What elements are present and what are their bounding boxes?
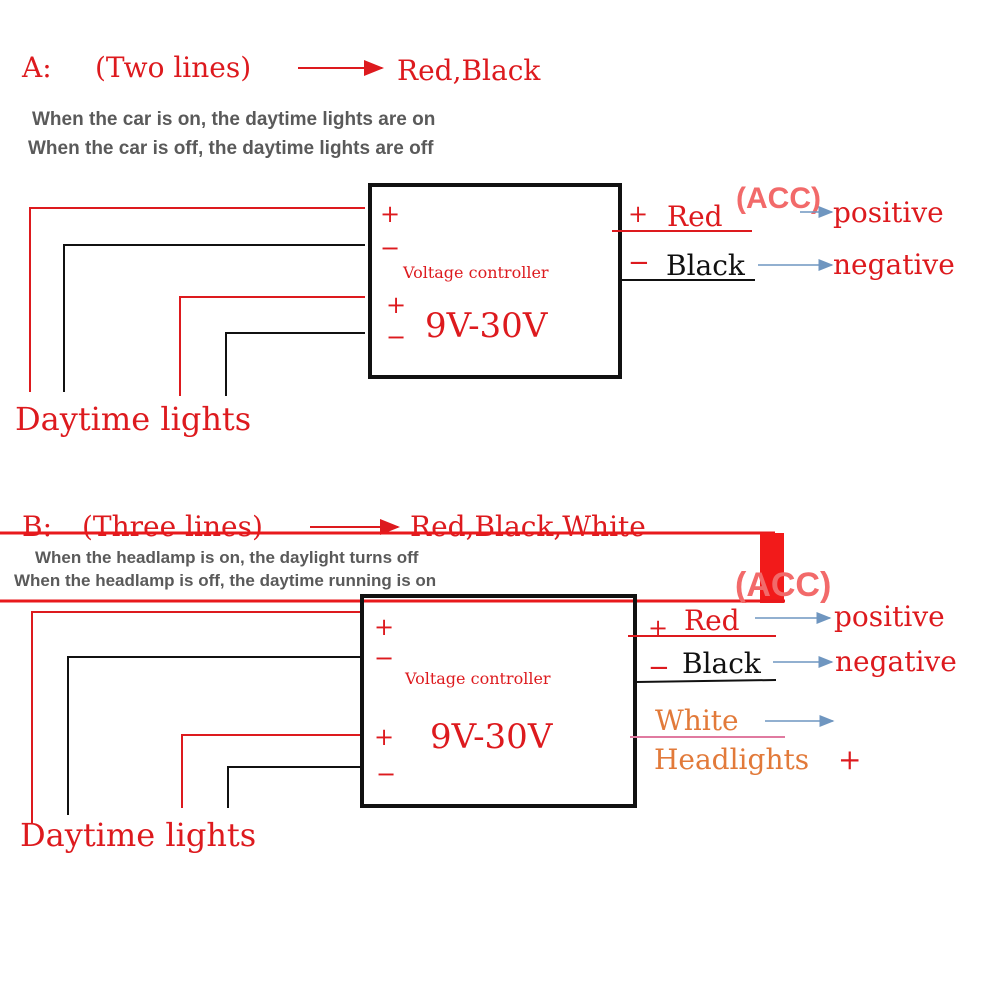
negative-label: negative [835,645,957,678]
box-plus-2: + [386,291,406,319]
acc-label: (ACC) [735,566,831,604]
box-title: Voltage controller [402,263,549,282]
positive-label: positive [833,196,944,229]
acc-label: (ACC) [736,182,821,215]
box-voltage: 9V-30V [430,717,554,757]
section-a-lines: (Two lines) [95,51,251,84]
section-b: B: (Three lines) Red,Black,White When th… [0,510,957,854]
section-a-label: A: [21,51,52,84]
red-wire-label: Red [684,604,740,637]
right-minus: − [628,248,650,278]
box-minus-1: − [374,644,394,672]
section-a: A: (Two lines) Red,Black When the car is… [15,51,955,438]
box-title: Voltage controller [404,669,551,688]
box-plus-1: + [380,200,400,228]
daytime-lights-label: Daytime lights [20,816,256,854]
section-b-lines: (Three lines) [82,510,263,543]
box-minus-2: − [386,323,406,351]
left-wires [31,611,360,824]
section-b-note1: When the headlamp is on, the daylight tu… [35,548,419,567]
section-a-note1: When the car is on, the daytime lights a… [32,109,435,130]
section-b-label: B: [22,510,52,543]
section-b-note2: When the headlamp is off, the daytime ru… [14,571,436,590]
negative-label: negative [833,248,955,281]
section-a-wires: Red,Black [397,54,541,87]
section-a-note2: When the car is off, the daytime lights … [28,138,434,159]
black-wire [635,679,777,683]
headlights-label: Headlights [654,743,809,776]
right-plus: + [648,614,668,642]
positive-label: positive [834,600,945,633]
black-wire-label: Black [682,647,762,680]
box-plus-2: + [374,723,394,751]
black-wire-label: Black [666,249,746,282]
right-plus: + [628,200,648,228]
box-minus-2: − [376,760,396,788]
headlights-plus: + [838,743,861,776]
red-wire-label: Red [667,200,723,233]
section-b-wires: Red,Black,White [410,510,646,543]
box-plus-1: + [374,613,394,641]
box-minus-1: − [380,234,400,262]
white-wire-label: White [655,704,739,737]
acc-feed-wire [0,531,785,603]
daytime-lights-label: Daytime lights [15,400,251,438]
box-voltage: 9V-30V [425,306,549,346]
right-minus: − [648,653,670,683]
voltage-controller-box [360,594,637,808]
left-wires [29,207,365,396]
